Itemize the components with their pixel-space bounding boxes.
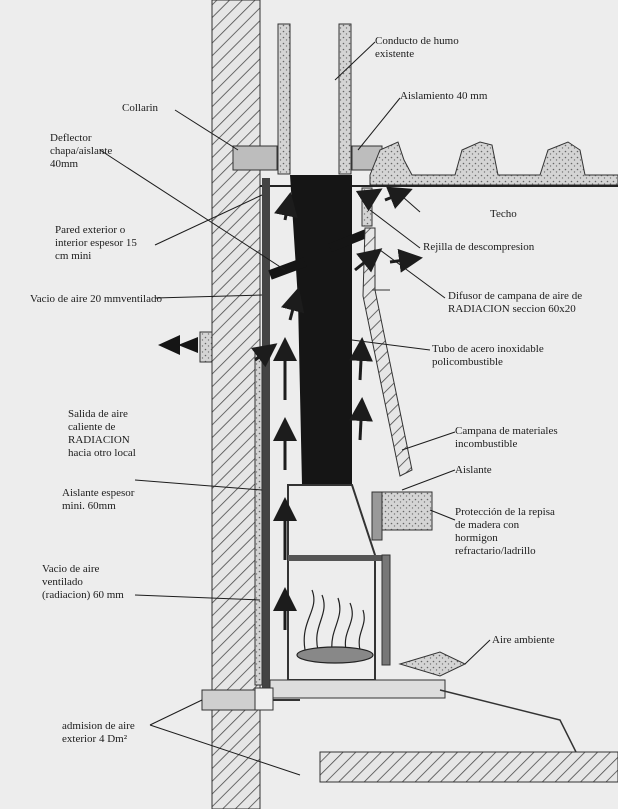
shelf-block: [371, 491, 383, 541]
label-campana: Campana de materiales incombustible: [455, 425, 558, 450]
flames: [296, 589, 374, 664]
label-techo: Techo: [490, 208, 517, 220]
label-difusor: Difusor de campana de aire de RADIACION …: [448, 290, 583, 315]
label-conducto: Conducto de humo existente: [375, 35, 459, 60]
inlet-duct: [201, 689, 261, 711]
label-collarin: Collarin: [122, 102, 159, 114]
label-aislamiento40: Aislamiento 40 mm: [400, 90, 488, 102]
hood: [362, 227, 413, 477]
label-tubo: Tubo de acero inoxidable policombustible: [432, 343, 544, 368]
shelf-protection: [376, 491, 433, 531]
flow-arrows: [251, 186, 423, 630]
label-admision: admision de aire exterior 4 Dm²: [62, 720, 135, 745]
outlet-arrow-2: [178, 337, 198, 353]
outlet-arrow-1: [158, 335, 180, 355]
firebox-side: [381, 554, 391, 666]
leader-lines: [99, 41, 491, 776]
hearth-base: [269, 679, 446, 699]
label-vacio20: Vacio de aire 20 mmventilado: [30, 293, 162, 305]
label-salida: Salida de aire caliente de RADIACION hac…: [68, 408, 136, 459]
decompression-grille: [361, 187, 373, 227]
label-proteccion: Protección de la repisa de madera con ho…: [455, 506, 555, 557]
inlet-box: [254, 687, 274, 711]
ambient-air-arrow: [398, 651, 467, 677]
existing-flue-left: [277, 23, 291, 175]
deflector-bar-2: [328, 227, 372, 253]
label-pared: Pared exterior o interior espesor 15 cm …: [55, 224, 137, 262]
label-vacio60: Vacio de aire ventilado (radiacion) 60 m…: [42, 563, 124, 601]
steel-flue-tube: [290, 175, 352, 485]
collar: [232, 145, 278, 171]
existing-flue-right: [338, 23, 352, 175]
panel-insulation: [254, 349, 263, 686]
hot-air-outlet: [199, 331, 213, 363]
label-aislante: Aislante: [455, 464, 492, 476]
label-aire-ambiente: Aire ambiente: [492, 634, 555, 646]
floor-slab: [319, 751, 618, 783]
inner-panel: [262, 178, 270, 698]
deflector-bar: [268, 257, 307, 280]
label-rejilla: Rejilla de descompresion: [423, 241, 535, 253]
label-deflector: Deflector chapa/aislante 40mm: [50, 132, 113, 170]
roof: [369, 141, 618, 186]
label-aislante-espesor: Aislante espesor mini. 60mm: [62, 487, 135, 512]
outer-wall: [211, 0, 261, 809]
firebox-back: [288, 555, 383, 561]
firebox: [287, 484, 376, 681]
